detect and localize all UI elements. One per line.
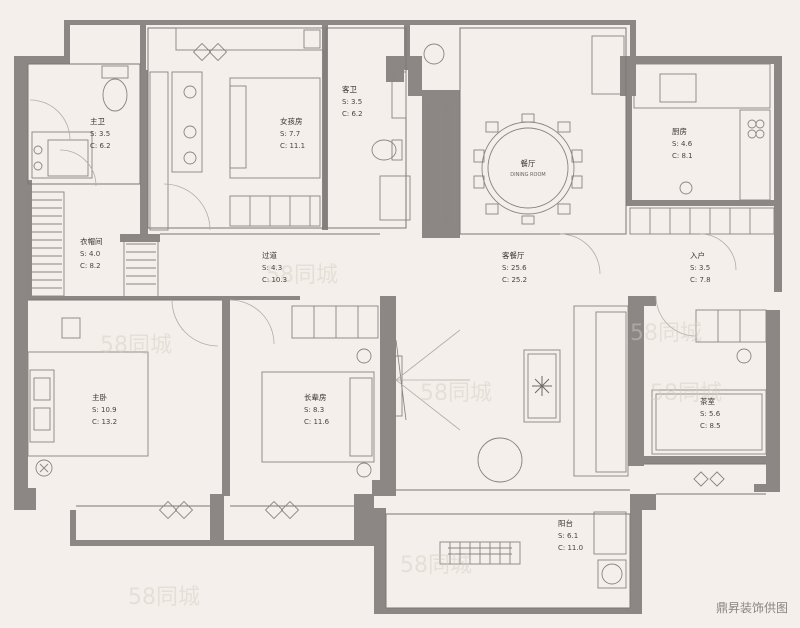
rug-ornament-icon (532, 376, 552, 396)
watermark-text: 58同城 (266, 263, 338, 288)
watermark-text: 58同城 (650, 381, 722, 406)
svg-text:S: 4.6: S: 4.6 (672, 140, 693, 148)
watermark-text: 58同城 (128, 585, 200, 610)
svg-text:衣帽间: 衣帽间 (80, 236, 103, 246)
svg-text:S: 4.3: S: 4.3 (262, 264, 282, 272)
room-label-entry: 入户 S: 3.5 C: 7.8 (690, 250, 711, 284)
svg-text:S: 3.5: S: 3.5 (90, 130, 110, 138)
room-label-master-bedroom: 主卧 S: 10.9 C: 13.2 (92, 392, 117, 426)
svg-text:C: 11.0: C: 11.0 (558, 544, 583, 552)
svg-text:长辈房: 长辈房 (304, 392, 327, 402)
svg-text:主卧: 主卧 (92, 392, 107, 402)
svg-text:C: 8.1: C: 8.1 (672, 152, 693, 160)
room-label-master-bath: 主卫 S: 3.5 C: 6.2 (90, 116, 111, 150)
room-label-girls-room: 女孩房 S: 7.7 C: 11.1 (280, 116, 305, 150)
svg-text:入户: 入户 (690, 250, 705, 260)
svg-text:DINING ROOM: DINING ROOM (510, 172, 545, 178)
watermark-text: 58同城 (420, 381, 492, 406)
svg-text:S: 25.6: S: 25.6 (502, 264, 527, 272)
svg-text:过道: 过道 (262, 250, 277, 260)
exterior-walls (14, 20, 782, 614)
svg-text:C: 8.5: C: 8.5 (700, 422, 721, 430)
room-labels: 主卫 S: 3.5 C: 6.2 女孩房 S: 7.7 C: 11.1 客卫 S… (80, 84, 721, 552)
watermark-text: 58同城 (630, 321, 702, 346)
svg-text:S: 3.5: S: 3.5 (690, 264, 710, 272)
svg-text:C: 6.2: C: 6.2 (90, 142, 111, 150)
svg-text:餐厅: 餐厅 (521, 159, 536, 168)
svg-text:S: 5.6: S: 5.6 (700, 410, 721, 418)
door-swings (29, 99, 737, 431)
room-label-corridor: 过道 S: 4.3 C: 10.3 (262, 250, 287, 284)
room-label-guest-bath: 客卫 S: 3.5 C: 6.2 (342, 84, 363, 118)
svg-text:茶室: 茶室 (700, 396, 715, 406)
svg-text:S: 7.7: S: 7.7 (280, 130, 300, 138)
room-label-dining: 餐厅 DINING ROOM (510, 159, 545, 178)
furniture (27, 27, 775, 589)
svg-text:C: 6.2: C: 6.2 (342, 110, 363, 118)
svg-text:S: 10.9: S: 10.9 (92, 406, 117, 414)
svg-text:C: 11.1: C: 11.1 (280, 142, 305, 150)
watermark-text: 58同城 (100, 333, 172, 358)
watermark-text: 58同城 (400, 553, 472, 578)
svg-text:女孩房: 女孩房 (280, 116, 303, 126)
svg-text:S: 3.5: S: 3.5 (342, 98, 362, 106)
svg-text:主卫: 主卫 (90, 116, 105, 126)
room-label-kitchen: 厨房 S: 4.6 C: 8.1 (672, 126, 693, 160)
room-label-cloakroom: 衣帽间 S: 4.0 C: 8.2 (80, 236, 103, 270)
svg-text:S: 4.0: S: 4.0 (80, 250, 100, 258)
svg-text:阳台: 阳台 (558, 518, 573, 528)
svg-text:客卫: 客卫 (342, 84, 357, 94)
svg-text:C: 7.8: C: 7.8 (690, 276, 711, 284)
room-label-tea-room: 茶室 S: 5.6 C: 8.5 (700, 396, 721, 430)
credit-text: 鼎昇装饰供图 (716, 601, 788, 615)
svg-text:C: 13.2: C: 13.2 (92, 418, 117, 426)
svg-text:厨房: 厨房 (672, 126, 687, 136)
svg-text:S: 8.3: S: 8.3 (304, 406, 324, 414)
room-label-elder-room: 长辈房 S: 8.3 C: 11.6 (304, 392, 330, 426)
svg-text:C: 11.6: C: 11.6 (304, 418, 330, 426)
watermarks: 58同城 58同城 58同城 58同城 58同城 58同城 58同城 (100, 263, 722, 610)
svg-text:S: 6.1: S: 6.1 (558, 532, 578, 540)
room-label-living: 客餐厅 S: 25.6 C: 25.2 (502, 250, 527, 284)
svg-text:C: 25.2: C: 25.2 (502, 276, 527, 284)
svg-text:C: 8.2: C: 8.2 (80, 262, 101, 270)
svg-text:C: 10.3: C: 10.3 (262, 276, 287, 284)
svg-text:客餐厅: 客餐厅 (502, 250, 525, 260)
thin-walls (27, 27, 766, 609)
room-label-balcony: 阳台 S: 6.1 C: 11.0 (558, 518, 583, 552)
